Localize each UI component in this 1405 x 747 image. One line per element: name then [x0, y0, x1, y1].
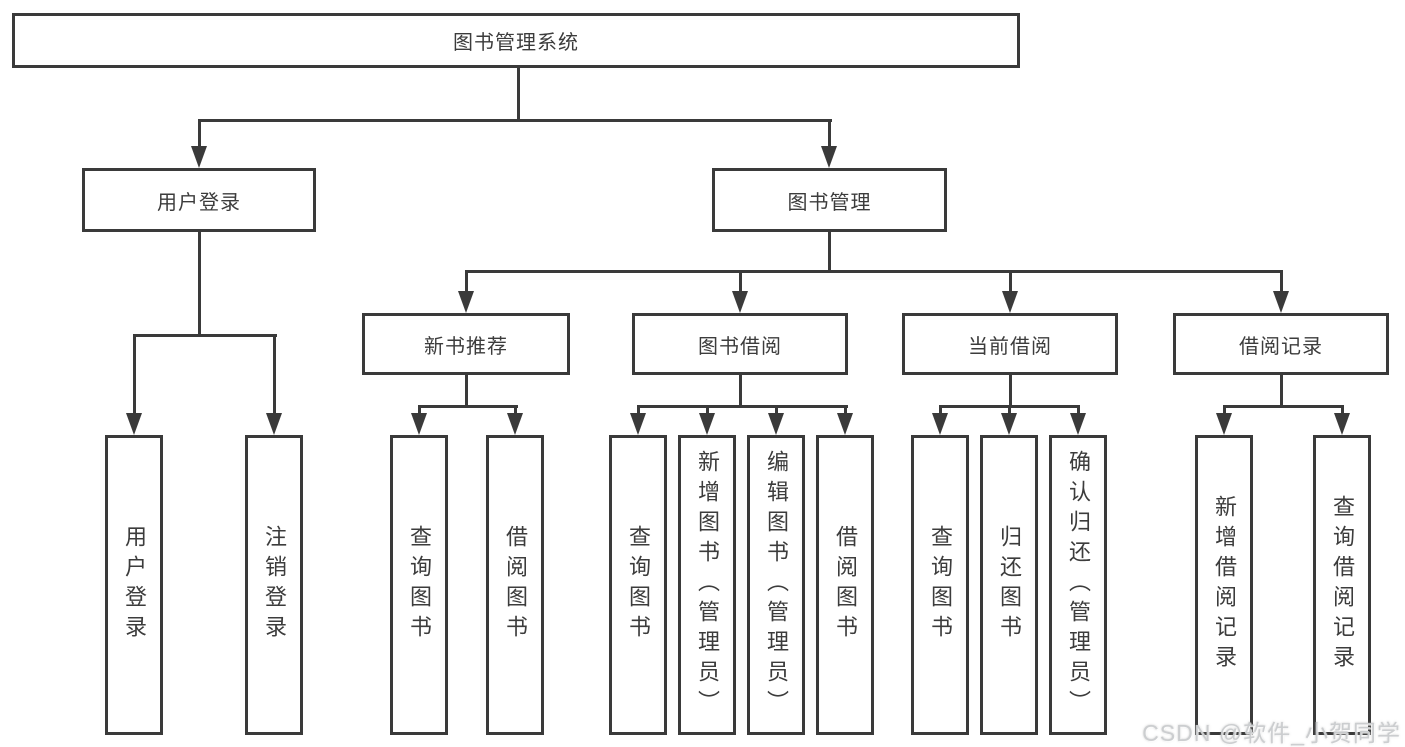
- leaf-add-borrow-record: 新增借阅记录: [1195, 435, 1253, 735]
- leaf-borrowing-query-books: 查询图书: [609, 435, 667, 735]
- node-label: 借阅记录: [1239, 335, 1323, 358]
- arrow-down-icon: [630, 413, 646, 435]
- node-book-borrowing: 图书借阅: [632, 313, 848, 375]
- arrow-down-icon: [1070, 413, 1086, 435]
- connector-line: [1341, 405, 1344, 415]
- arrow-down-icon: [1273, 291, 1289, 313]
- arrow-down-icon: [411, 413, 427, 435]
- connector-line: [198, 119, 832, 122]
- arrow-down-icon: [458, 291, 474, 313]
- node-label: 新书推荐: [424, 335, 508, 358]
- node-library-management-system: 图书管理系统: [12, 13, 1020, 68]
- leaf-label: 查询借阅记录: [1330, 495, 1355, 675]
- connector-line: [1009, 270, 1012, 292]
- connector-line: [1008, 405, 1011, 415]
- connector-line: [517, 68, 520, 121]
- leaf-label: 查询图书: [626, 525, 651, 645]
- leaf-confirm-return-admin: 确认归还（管理员）: [1049, 435, 1107, 735]
- connector-line: [465, 270, 468, 292]
- leaf-label: 新增图书（管理员）: [695, 450, 720, 720]
- connector-line: [1077, 405, 1080, 415]
- connector-line: [828, 119, 831, 147]
- arrow-down-icon: [507, 413, 523, 435]
- leaf-label: 归还图书: [997, 525, 1022, 645]
- leaf-logout: 注销登录: [245, 435, 303, 735]
- leaf-edit-books-admin: 编辑图书（管理员）: [747, 435, 805, 735]
- arrow-down-icon: [837, 413, 853, 435]
- leaf-label: 查询图书: [928, 525, 953, 645]
- arrow-down-icon: [821, 146, 837, 168]
- leaf-user-login: 用户登录: [105, 435, 163, 735]
- node-new-book-recommend: 新书推荐: [362, 313, 570, 375]
- connector-line: [198, 119, 201, 147]
- connector-line: [1223, 405, 1226, 415]
- connector-line: [133, 334, 277, 337]
- arrow-down-icon: [126, 413, 142, 435]
- connector-line: [739, 270, 742, 292]
- leaf-label: 借阅图书: [833, 525, 858, 645]
- connector-line: [465, 375, 468, 408]
- node-label: 图书管理: [787, 191, 872, 214]
- connector-line: [1009, 375, 1012, 408]
- connector-line: [198, 232, 201, 336]
- leaf-label: 确认归还（管理员）: [1066, 450, 1091, 720]
- leaf-label: 新增借阅记录: [1212, 495, 1237, 675]
- node-user-login: 用户登录: [82, 168, 316, 232]
- node-label: 图书借阅: [698, 335, 782, 358]
- connector-line: [637, 405, 640, 415]
- leaf-add-books-admin: 新增图书（管理员）: [678, 435, 736, 735]
- leaf-borrow-books: 借阅图书: [816, 435, 874, 735]
- arrow-down-icon: [191, 146, 207, 168]
- node-label: 用户登录: [157, 191, 241, 214]
- node-book-management: 图书管理: [712, 168, 947, 232]
- connector-line: [133, 334, 136, 415]
- node-current-borrowing: 当前借阅: [902, 313, 1118, 375]
- csdn-watermark: CSDN @软件_小贺同学: [1142, 720, 1401, 746]
- connector-line: [828, 232, 831, 273]
- node-label: 当前借阅: [968, 335, 1052, 358]
- arrow-down-icon: [1216, 413, 1232, 435]
- leaf-label: 借阅图书: [503, 525, 528, 645]
- leaf-current-query-books: 查询图书: [911, 435, 969, 735]
- leaf-label: 查询图书: [407, 525, 432, 645]
- connector-line: [1280, 375, 1283, 408]
- connector-line: [1223, 405, 1344, 408]
- connector-line: [939, 405, 942, 415]
- arrow-down-icon: [732, 291, 748, 313]
- connector-line: [844, 405, 847, 415]
- arrow-down-icon: [1001, 413, 1017, 435]
- connector-line: [706, 405, 709, 415]
- arrow-down-icon: [266, 413, 282, 435]
- arrow-down-icon: [1334, 413, 1350, 435]
- connector-line: [514, 405, 517, 415]
- connector-line: [637, 405, 848, 408]
- leaf-recommend-borrow-books: 借阅图书: [486, 435, 544, 735]
- connector-line: [1280, 270, 1283, 292]
- node-label: 图书管理系统: [453, 32, 579, 54]
- leaf-label: 注销登录: [262, 525, 287, 645]
- arrow-down-icon: [699, 413, 715, 435]
- connector-line: [465, 270, 1283, 273]
- connector-line: [775, 405, 778, 415]
- arrow-down-icon: [932, 413, 948, 435]
- arrow-down-icon: [768, 413, 784, 435]
- connector-line: [418, 405, 421, 415]
- leaf-recommend-query-books: 查询图书: [390, 435, 448, 735]
- leaf-return-books: 归还图书: [980, 435, 1038, 735]
- leaf-label: 用户登录: [122, 525, 147, 645]
- leaf-query-borrow-record: 查询借阅记录: [1313, 435, 1371, 735]
- arrow-down-icon: [1002, 291, 1018, 313]
- connector-line: [273, 334, 276, 415]
- node-borrowing-records: 借阅记录: [1173, 313, 1389, 375]
- connector-line: [418, 405, 518, 408]
- connector-line: [739, 375, 742, 408]
- leaf-label: 编辑图书（管理员）: [764, 450, 789, 720]
